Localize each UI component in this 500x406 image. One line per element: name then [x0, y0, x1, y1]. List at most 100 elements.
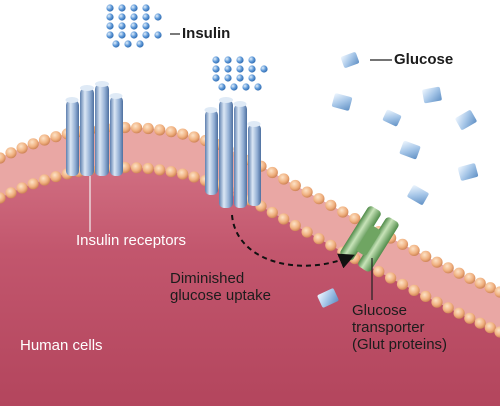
lipid-head — [420, 290, 432, 302]
insulin-molecule — [142, 4, 150, 12]
lipid-head — [349, 213, 361, 225]
lipid-head — [38, 134, 51, 146]
lipid-head — [188, 171, 200, 183]
lipid-head — [27, 138, 39, 150]
lipid-head — [0, 192, 6, 204]
lipid-head — [142, 122, 154, 135]
lipid-head — [177, 128, 189, 140]
insulin-molecule — [118, 31, 126, 39]
lipid-head — [325, 239, 337, 251]
insulin-molecule — [212, 56, 220, 64]
lipid-head — [484, 282, 496, 294]
insulin-molecule — [248, 74, 256, 82]
glucose-transporter-line-1: Glucose — [352, 302, 408, 319]
lipid-head — [177, 168, 189, 180]
uptake-arrow — [231, 214, 355, 269]
glucose-transporter-label: Glucose transporter (Glut proteins) — [352, 302, 447, 353]
lipid-head — [408, 244, 420, 256]
lipid-head — [453, 267, 465, 279]
glucose-transporter-line-2: transporter — [352, 319, 425, 336]
lipid-head — [313, 233, 325, 245]
insulin-molecule — [212, 65, 220, 73]
insulin-molecules-cluster-bound — [212, 56, 268, 91]
lipid-head — [0, 152, 6, 164]
insulin-molecule — [142, 13, 150, 21]
insulin-molecule — [242, 83, 250, 91]
lipid-head — [301, 226, 313, 238]
lipid-head — [494, 286, 500, 298]
insulin-receptors-label: Insulin receptors — [76, 232, 187, 249]
lipid-head — [442, 262, 454, 274]
insulin-molecule — [236, 65, 244, 73]
lipid-head — [5, 187, 17, 199]
lipid-head — [385, 272, 397, 284]
lipid-head — [325, 199, 337, 211]
insulin-molecule — [118, 22, 126, 30]
lipid-head — [494, 326, 500, 338]
insulin-molecule — [130, 13, 138, 21]
lipid-head — [431, 256, 443, 268]
lipid-head — [50, 131, 62, 143]
lipid-head — [165, 126, 177, 138]
insulin-molecule — [118, 13, 126, 21]
insulin-molecule — [106, 13, 114, 21]
insulin-molecule — [236, 74, 244, 82]
insulin-molecule — [106, 22, 114, 30]
insulin-molecule — [130, 22, 138, 30]
lipid-head — [373, 266, 385, 278]
lipid-head — [464, 312, 476, 324]
human-cells-label: Human cells — [20, 337, 103, 354]
lipid-head — [278, 213, 290, 225]
insulin-molecule — [112, 40, 120, 48]
insulin-molecule — [154, 31, 162, 39]
lipid-head — [16, 182, 28, 194]
insulin-molecule — [254, 83, 262, 91]
lipid-head — [27, 178, 39, 190]
insulin-receptor-right — [204, 97, 261, 208]
insulin-molecule — [236, 56, 244, 64]
insulin-molecule — [224, 56, 232, 64]
insulin-molecule — [248, 65, 256, 73]
lipid-head — [484, 322, 496, 334]
glucose-label: Glucose — [394, 51, 454, 68]
insulin-molecule — [106, 4, 114, 12]
insulin-molecule — [224, 74, 232, 82]
lipid-head — [154, 124, 166, 136]
lipid-head — [289, 179, 301, 192]
insulin-label: Insulin — [182, 25, 231, 42]
glucose-transporter-protein — [340, 206, 399, 272]
insulin-molecule — [218, 83, 226, 91]
lipid-head — [289, 219, 301, 232]
lipid-head — [396, 238, 409, 250]
lipid-head — [142, 162, 154, 175]
insulin-molecule — [142, 31, 150, 39]
lipid-head — [313, 193, 325, 205]
diminished-uptake-label: Diminished glucose uptake — [170, 270, 271, 304]
lipid-head — [131, 162, 143, 174]
lipid-head — [5, 147, 17, 159]
insulin-molecule — [118, 4, 126, 12]
lipid-head — [464, 272, 476, 284]
lipid-head — [154, 164, 166, 176]
insulin-molecule — [212, 74, 220, 82]
lipid-head — [337, 206, 349, 218]
diminished-uptake-line-2: glucose uptake — [170, 287, 271, 304]
lipid-head — [420, 250, 432, 262]
lipid-head — [396, 278, 409, 290]
insulin-molecule — [248, 56, 256, 64]
lipid-head — [431, 296, 443, 308]
lipid-head — [266, 206, 278, 219]
lipid-head — [16, 142, 28, 154]
lipid-head — [50, 171, 62, 183]
lipid-head — [474, 277, 486, 289]
insulin-molecule — [230, 83, 238, 91]
glucose-transporter-line-3: (Glut proteins) — [352, 336, 448, 353]
insulin-molecule — [224, 65, 232, 73]
cell-interior — [0, 127, 500, 406]
lipid-head — [165, 166, 177, 178]
insulin-molecule — [154, 13, 162, 21]
lipid-head — [188, 131, 200, 143]
lipid-head — [408, 284, 420, 296]
diminished-uptake-line-1: Diminished — [170, 270, 245, 287]
